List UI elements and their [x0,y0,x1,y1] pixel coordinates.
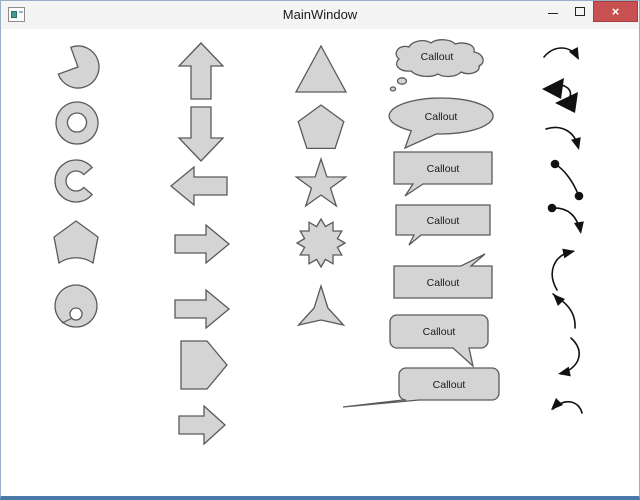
window-title: MainWindow [282,7,358,22]
pentagon-right-shape [180,340,228,390]
cloud-callout: Callout [389,39,484,92]
right-arrow-shape [178,404,226,446]
curve-arrow-up [551,248,575,291]
maximize-button[interactable] [566,1,593,22]
app-icon[interactable] [8,7,25,22]
maximize-icon [574,7,585,16]
curve-arrow-se [543,47,579,60]
titlebar[interactable]: MainWindow × [1,1,639,29]
double-arrow-left [542,78,578,113]
app-icon-bar [19,11,23,13]
dot-curve-arrow [547,203,584,234]
rect-callout: Callout [393,151,493,197]
burst-12-shape [295,218,347,268]
down-arrow-shape [177,106,225,162]
callout-label: Callout [427,163,460,175]
window-controls: × [539,1,638,22]
rounded-callout: Callout [342,367,500,408]
up-arrow-shape [177,42,225,100]
app-icon-chip [11,11,17,18]
oval-callout: Callout [388,97,494,150]
pentagon-shape [297,104,345,150]
callout-label: Callout [433,379,466,391]
right-arrow-shape [174,288,231,330]
star-5-shape [294,157,348,208]
callout-label: Callout [427,277,460,289]
pie-shape [57,45,100,89]
pie-with-hole-shape [54,284,98,328]
dot-connector [550,159,584,201]
arrow-left-curve [551,397,583,414]
minimize-button[interactable] [539,1,566,22]
donut-shape [55,101,99,145]
arrow-up-left-curve [552,293,576,329]
curve-arrow-sw [558,337,580,377]
star-3-shape [296,284,346,327]
triangle-shape [294,44,348,93]
block-arc-shape [54,159,94,203]
rect-callout: Callout [395,204,491,246]
callout-label: Callout [427,215,460,227]
callout-label: Callout [423,326,456,338]
left-arrow-shape [169,165,228,207]
shapes-canvas: Callout Callout Callout Callout Callout … [1,29,639,496]
right-arrow-shape [174,223,231,265]
callout-label: Callout [425,111,458,123]
pentagon-notch-shape [53,220,99,265]
rounded-callout: Callout [389,314,489,368]
close-button[interactable]: × [593,1,638,22]
rect-callout: Callout [393,253,493,299]
callout-label: Callout [421,51,454,63]
curve-arrow-down [545,126,581,150]
minimize-icon [547,12,558,14]
